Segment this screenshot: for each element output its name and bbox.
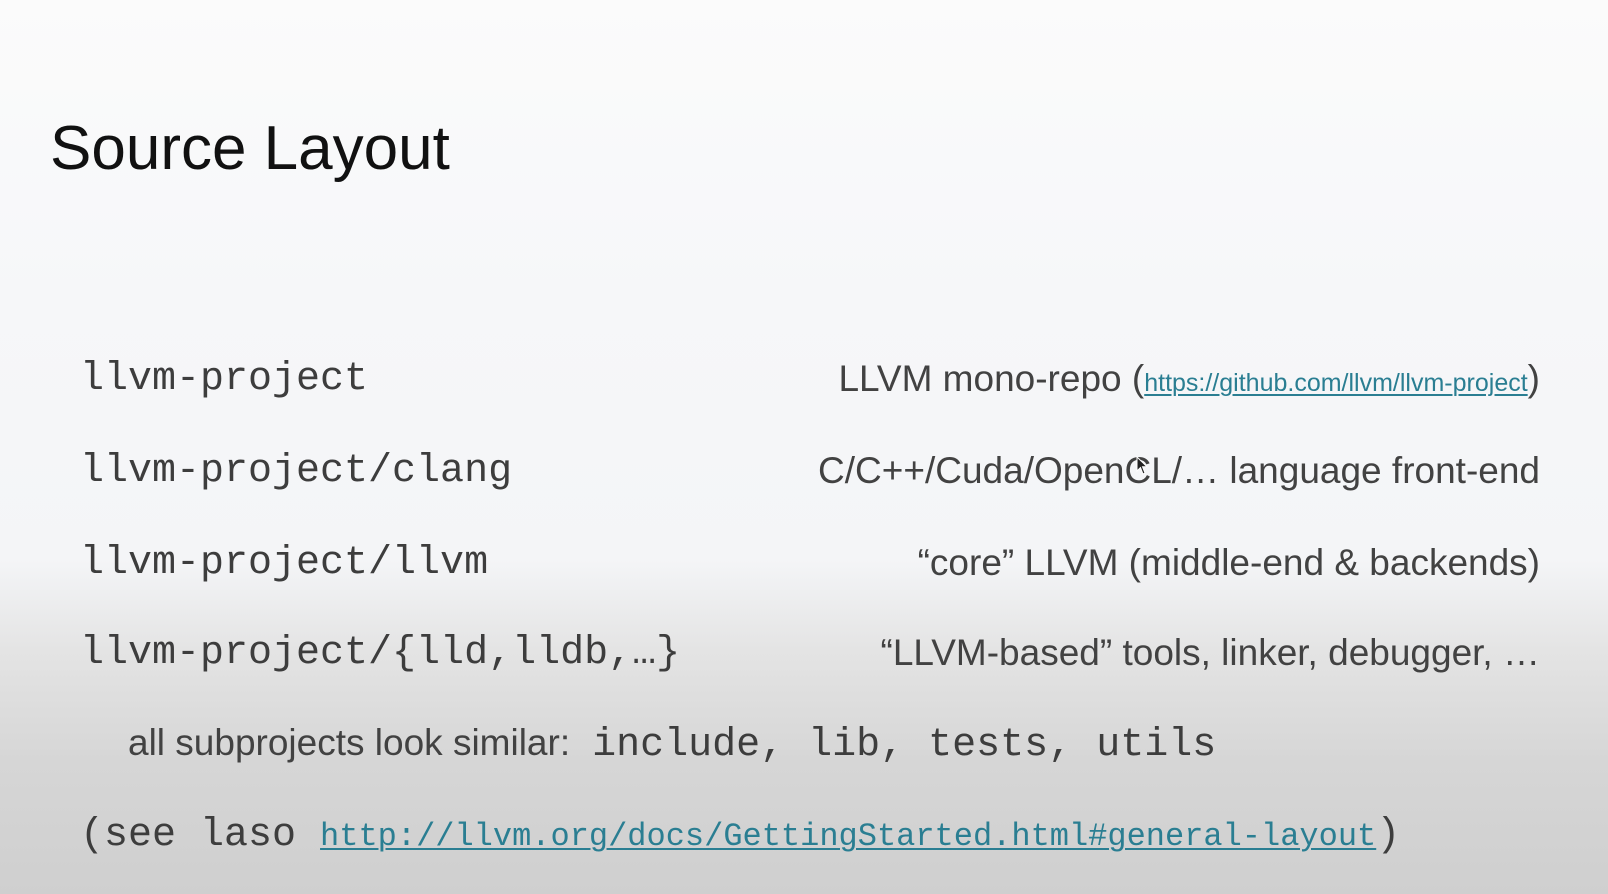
desc-llvm-project-suffix: )	[1527, 358, 1540, 399]
see-also-suffix: )	[1376, 813, 1401, 858]
subprojects-label: all subprojects look similar:	[128, 722, 571, 763]
desc-llvm-project-clang: C/C++/Cuda/OpenCL/… language front-end	[818, 450, 1540, 491]
slide-title: Source Layout	[50, 114, 450, 183]
desc-llvm-project-llvm: “core” LLVM (middle-end & backends)	[917, 542, 1540, 583]
subprojects-dirs: include, lib, tests, utils	[592, 723, 1217, 768]
github-llvm-project-link[interactable]: https://github.com/llvm/llvm-project	[1144, 369, 1528, 397]
path-llvm-project-clang: llvm-project/clang	[80, 449, 513, 494]
path-llvm-project-llvm: llvm-project/llvm	[80, 541, 489, 586]
desc-llvm-project-tools: “LLVM-based” tools, linker, debugger, …	[880, 632, 1541, 673]
path-llvm-project: llvm-project	[80, 357, 369, 402]
see-also-line: (see laso http://llvm.org/docs/GettingSt…	[80, 816, 1400, 856]
desc-llvm-project: LLVM mono-repo (https://github.com/llvm/…	[838, 360, 1540, 397]
path-llvm-project-tools: llvm-project/{lld,lldb,…}	[80, 631, 681, 676]
desc-llvm-project-prefix: LLVM mono-repo (	[838, 358, 1145, 399]
subprojects-line: all subprojects look similar: include, li…	[128, 724, 1216, 766]
mouse-pointer-icon	[1136, 456, 1149, 475]
getting-started-link[interactable]: http://llvm.org/docs/GettingStarted.html…	[320, 818, 1377, 855]
see-also-prefix: (see laso	[80, 813, 321, 858]
